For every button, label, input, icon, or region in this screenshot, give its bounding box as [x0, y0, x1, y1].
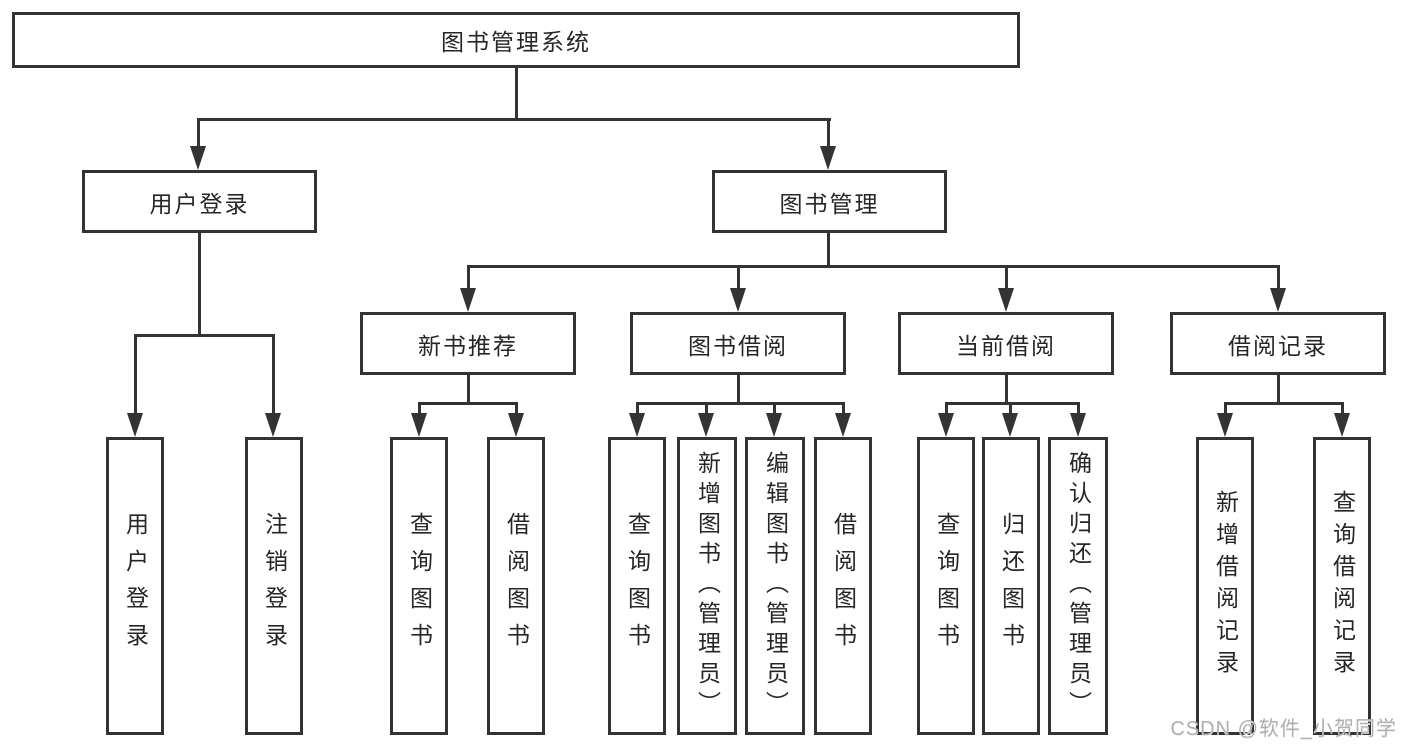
edge-root-stem — [515, 66, 518, 120]
edge-borrow-record-stem — [1277, 373, 1280, 404]
edge-to-leaf — [945, 402, 948, 416]
edge-to-new-book — [467, 265, 470, 291]
edge-to-book-mgmt — [827, 118, 830, 150]
arrow-down-icon — [835, 413, 851, 437]
arrow-down-icon — [938, 413, 954, 437]
edge-to-leaf — [842, 402, 845, 416]
edge-user-login-stem — [198, 231, 201, 337]
arrow-down-icon — [730, 288, 746, 312]
leaf-label: 用户登录 — [122, 512, 149, 660]
edge-book-borrow-stem — [737, 373, 740, 404]
arrow-down-icon — [766, 413, 782, 437]
edge-to-leaf — [515, 402, 518, 416]
node-current-borrow-label: 当前借阅 — [956, 332, 1056, 359]
node-book-mgmt-label: 图书管理 — [779, 190, 880, 217]
leaf-query-book: 查询图书 — [608, 437, 666, 735]
arrow-down-icon — [411, 413, 427, 437]
edge-to-leaf — [773, 402, 776, 416]
leaf-label: 查询图书 — [406, 512, 433, 660]
edge-to-leaf — [272, 334, 275, 416]
leaf-borrow-book: 借阅图书 — [487, 437, 545, 735]
arrow-down-icon — [1270, 288, 1286, 312]
edge-new-book-branch — [418, 402, 518, 405]
leaf-query-book: 查询图书 — [917, 437, 975, 735]
leaf-user-login: 用户登录 — [106, 437, 164, 735]
arrow-down-icon — [698, 413, 714, 437]
edge-book-mgmt-stem — [827, 231, 830, 268]
leaf-label: 编辑图书（管理员） — [762, 451, 789, 721]
arrow-down-icon — [460, 288, 476, 312]
arrow-down-icon — [265, 413, 281, 437]
arrow-down-icon — [629, 413, 645, 437]
arrow-down-icon — [1002, 413, 1018, 437]
arrow-down-icon — [127, 413, 143, 437]
edge-to-leaf — [1077, 402, 1080, 416]
edge-to-leaf — [134, 334, 137, 416]
edge-to-leaf — [418, 402, 421, 416]
leaf-label: 新增图书（管理员） — [694, 451, 721, 721]
edge-to-borrow-record — [1277, 265, 1280, 291]
edge-borrow-record-branch — [1224, 402, 1344, 405]
leaf-logout: 注销登录 — [245, 437, 303, 735]
node-borrow-record-label: 借阅记录 — [1228, 332, 1328, 359]
leaf-label: 借阅图书 — [503, 512, 530, 660]
leaf-query-borrow-record: 查询借阅记录 — [1313, 437, 1371, 735]
arrow-down-icon — [998, 288, 1014, 312]
edge-to-leaf — [1224, 402, 1227, 416]
arrow-down-icon — [1334, 413, 1350, 437]
node-book-borrow: 图书借阅 — [630, 312, 846, 375]
leaf-add-book-admin: 新增图书（管理员） — [677, 437, 737, 735]
leaf-query-book: 查询图书 — [390, 437, 448, 735]
node-user-login-label: 用户登录 — [149, 190, 250, 217]
edge-new-book-stem — [467, 373, 470, 404]
leaf-edit-book-admin: 编辑图书（管理员） — [745, 437, 805, 735]
node-current-borrow: 当前借阅 — [898, 312, 1114, 375]
edge-current-borrow-stem — [1005, 373, 1008, 404]
arrow-down-icon — [1217, 413, 1233, 437]
node-borrow-record: 借阅记录 — [1170, 312, 1386, 375]
leaf-borrow-book: 借阅图书 — [814, 437, 872, 735]
csdn-watermark: CSDN @软件_小贺同学 — [1170, 718, 1397, 740]
edge-level1-branch — [197, 118, 831, 121]
edge-to-leaf — [636, 402, 639, 416]
leaf-label: 查询图书 — [624, 512, 651, 660]
arrow-down-icon — [1070, 413, 1086, 437]
leaf-label: 确认归还（管理员） — [1065, 451, 1092, 721]
arrow-down-icon — [820, 146, 836, 170]
node-book-borrow-label: 图书借阅 — [688, 332, 788, 359]
edge-level3-branch — [467, 265, 1280, 268]
edge-book-borrow-branch — [636, 402, 845, 405]
edge-to-leaf — [1341, 402, 1344, 416]
node-new-book: 新书推荐 — [360, 312, 576, 375]
edge-to-book-borrow — [737, 265, 740, 291]
leaf-label: 查询借阅记录 — [1329, 490, 1356, 682]
arrow-down-icon — [508, 413, 524, 437]
edge-user-login-branch — [134, 334, 275, 337]
node-user-login: 用户登录 — [82, 170, 317, 233]
leaf-label: 借阅图书 — [830, 512, 857, 660]
node-root: 图书管理系统 — [12, 12, 1020, 68]
arrow-down-icon — [190, 146, 206, 170]
edge-current-borrow-branch — [945, 402, 1080, 405]
edge-to-current-borrow — [1005, 265, 1008, 291]
leaf-label: 查询图书 — [933, 512, 960, 660]
node-new-book-label: 新书推荐 — [418, 332, 518, 359]
leaf-label: 注销登录 — [261, 512, 288, 660]
leaf-label: 归还图书 — [998, 512, 1025, 660]
leaf-label: 新增借阅记录 — [1212, 490, 1239, 682]
node-book-mgmt: 图书管理 — [712, 170, 947, 233]
edge-to-user-login — [197, 118, 200, 150]
leaf-add-borrow-record: 新增借阅记录 — [1196, 437, 1254, 735]
edge-to-leaf — [705, 402, 708, 416]
node-root-label: 图书管理系统 — [441, 29, 591, 55]
leaf-return-book: 归还图书 — [982, 437, 1040, 735]
leaf-confirm-return-admin: 确认归还（管理员） — [1048, 437, 1108, 735]
edge-to-leaf — [1009, 402, 1012, 416]
